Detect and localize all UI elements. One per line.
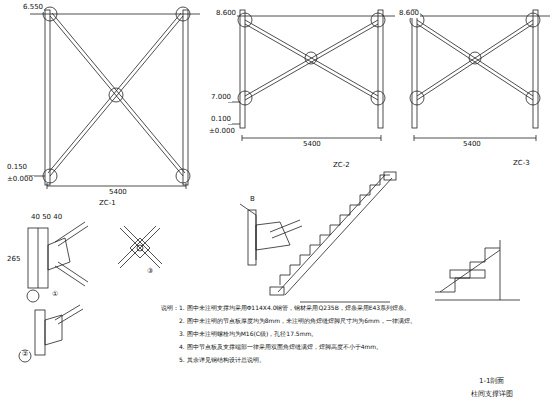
dimension-label: ZC-2: [332, 162, 351, 170]
dimension-label: 40 50 40: [30, 214, 63, 222]
detail-callout: ①: [51, 291, 59, 299]
zc2-elevation: [228, 10, 395, 141]
dimension-label: 1-1剖面: [478, 378, 505, 386]
stair-section: [270, 172, 396, 302]
dimension-label: 6.550: [22, 4, 44, 12]
dimension-label: 5400: [108, 189, 128, 197]
detail-callout: ③: [146, 268, 154, 276]
detail-2: [19, 305, 83, 362]
detail-b: [240, 204, 302, 265]
dimension-label: 8.600: [398, 10, 420, 18]
dimension-label: 8.600: [215, 10, 237, 18]
drawing-caption: 柱间支撑详图: [470, 391, 514, 399]
note-line: 4. 图中节点板及支撑端部一律采用双面角焊缝满焊，焊脚高度不小于4mm。: [178, 344, 383, 351]
dimension-label: 5400: [462, 141, 482, 149]
section-1-1: [435, 240, 520, 300]
dimension-label: 0.100: [210, 116, 232, 124]
dimension-label: ±0.000: [208, 128, 236, 136]
dimension-label: ZC-1: [98, 200, 117, 208]
detail-3: [118, 226, 162, 268]
dimension-label: 265: [6, 256, 21, 264]
dimension-label: ZC-3: [512, 160, 531, 168]
note-line: 5. 其余详见钢结构设计总说明。: [178, 357, 266, 364]
dimension-label: 7.000: [210, 94, 232, 102]
note-line: 说明：1. 图中未注明支撑均采用Φ114X4.0钢管，钢材采用Q235B，焊条采…: [160, 305, 411, 312]
detail-callout: B: [249, 196, 256, 204]
note-line: 2. 图中未注明的节点板厚度均为8mm，未注明的角焊缝焊脚尺寸均为6mm，一律满…: [178, 318, 417, 325]
dimension-label: ±0.000: [6, 176, 34, 184]
note-line: 3. 图中未注明螺栓均为M16(C级)，孔径17.5mm。: [178, 331, 318, 338]
detail-callout: ②: [21, 351, 29, 359]
zc1-elevation: [25, 7, 200, 189]
zc3-elevation: [405, 10, 550, 141]
detail-1: [27, 222, 88, 302]
dimension-label: 5400: [302, 141, 322, 149]
dimension-label: 0.150: [6, 164, 28, 172]
